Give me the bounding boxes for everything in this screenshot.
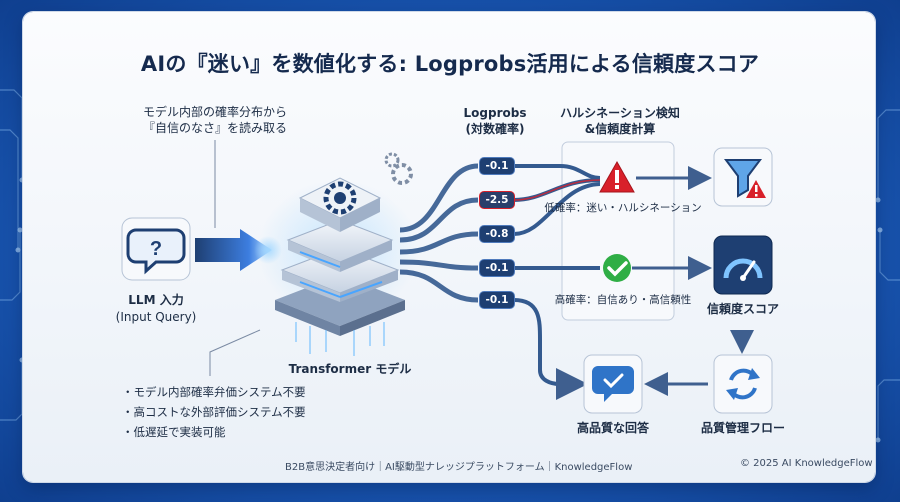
warning-icon bbox=[599, 160, 635, 193]
benefit-item: 低遅延で実装可能 bbox=[122, 422, 306, 442]
footer-left: B2B意思決定者向け｜AI駆動型ナレッジプラットフォーム｜KnowledgeFl… bbox=[285, 462, 633, 473]
benefits-list: モデル内部確率弁価システム不要 高コストな外部評価システム不要 低遅延で実装可能 bbox=[122, 382, 306, 442]
page-title: AIの『迷い』を数値化する: Logprobs活用による信頼度スコア bbox=[140, 52, 760, 76]
footer-right: © 2025 AI KnowledgeFlow bbox=[740, 458, 873, 469]
benefit-item: 高コストな外部評価システム不要 bbox=[122, 402, 306, 422]
input-sublabel: (Input Query) bbox=[115, 310, 197, 324]
detection-header-line2: &信頼度計算 bbox=[584, 122, 656, 136]
logprob-value-1: -0.1 bbox=[480, 158, 514, 174]
logprob-value-3: -0.8 bbox=[480, 226, 514, 242]
input-label: LLM 入力 bbox=[128, 293, 184, 307]
detection-header-line1: ハルシネーション検知 bbox=[560, 106, 680, 120]
annotation-line1: モデル内部の確率分布から bbox=[142, 105, 287, 119]
check-icon bbox=[603, 254, 631, 282]
logprobs-header: Logprobs (対数確率) bbox=[445, 105, 545, 137]
confidence-score-label: 信頼度スコア bbox=[706, 302, 779, 316]
gear-stack-icon bbox=[258, 152, 418, 356]
refresh-icon bbox=[713, 354, 773, 414]
detection-header: ハルシネーション検知 &信頼度計算 bbox=[540, 105, 700, 137]
logprob-connectors bbox=[399, 163, 479, 303]
logprob-value-4: -0.1 bbox=[480, 260, 514, 276]
logprobs-header-line1: Logprobs bbox=[463, 106, 527, 120]
logprob-value-2: -2.5 bbox=[480, 192, 514, 208]
annotation-line2: 『自信のなさ』を読み取る bbox=[142, 121, 287, 135]
model-label: Transformer モデル bbox=[288, 362, 412, 376]
question-bubble-icon: ? bbox=[121, 217, 191, 281]
filter-warning-icon bbox=[713, 147, 773, 207]
low-confidence-label: 低確率：迷い・ハルシネーション bbox=[544, 202, 702, 214]
quality-flow-label: 品質管理フロー bbox=[700, 421, 785, 435]
chat-check-icon bbox=[583, 354, 643, 414]
answer-connector bbox=[513, 298, 588, 400]
answer-label: 高品質な回答 bbox=[576, 421, 649, 435]
annotation-text: モデル内部の確率分布から 『自信のなさ』を読み取る bbox=[120, 104, 310, 136]
svg-text:?: ? bbox=[150, 238, 162, 260]
logprob-value-5: -0.1 bbox=[480, 292, 514, 308]
bullets-pointer bbox=[209, 329, 261, 376]
high-confidence-label: 高確率：自信あり・高信頼性 bbox=[554, 294, 692, 306]
logprobs-header-line2: (対数確率) bbox=[465, 122, 525, 136]
gauge-icon bbox=[713, 235, 773, 295]
benefit-item: モデル内部確率弁価システム不要 bbox=[122, 382, 306, 402]
